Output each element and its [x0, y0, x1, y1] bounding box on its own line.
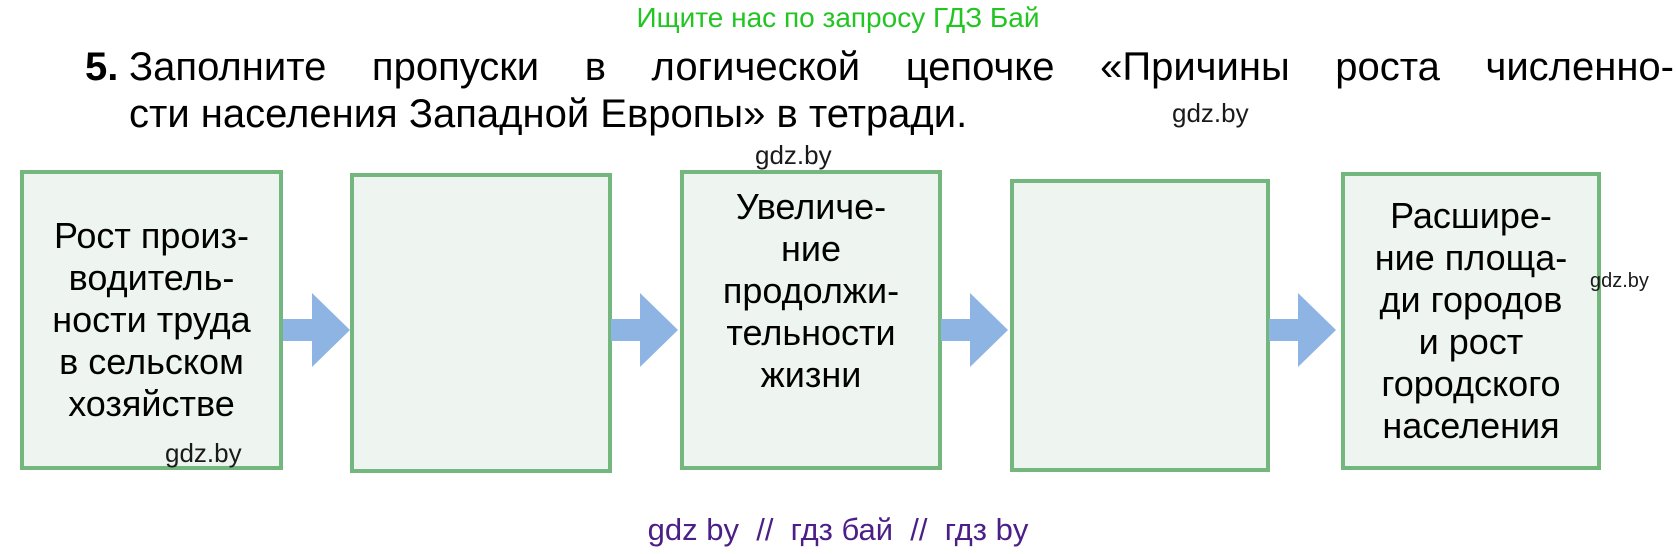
right-arrow-shape — [283, 293, 350, 367]
footer-watermark-line: gdz by // гдз бай // гдз by — [647, 512, 1029, 547]
chain-box-1-filled: Рост произ- водитель- ности труда в сель… — [20, 170, 283, 470]
right-arrow-icon — [611, 293, 678, 367]
right-arrow-shape — [611, 293, 678, 367]
task-text-line1: Заполните пропуски в логической цепочке … — [129, 45, 1674, 89]
chain-box-3-filled: Увеличе- ние продолжи- тельности жизни — [680, 170, 942, 470]
task-number: 5. — [85, 45, 119, 89]
watermark-in-box1: gdz.by — [165, 438, 242, 468]
chain-box-5-filled: Расшире- ние площа- ди городов и рост го… — [1341, 172, 1601, 470]
watermark-right-of-box5: gdz.by — [1590, 270, 1649, 292]
right-arrow-icon — [1269, 293, 1336, 367]
right-arrow-icon — [283, 293, 350, 367]
right-arrow-shape — [941, 293, 1008, 367]
promo-banner-text: Ищите нас по запросу ГДЗ Бай — [636, 2, 1040, 33]
watermark-top-right: gdz.by — [1172, 98, 1249, 128]
right-arrow-icon — [941, 293, 1008, 367]
task-text-line2: сти населения Западной Европы» в тетради… — [129, 92, 968, 136]
right-arrow-shape — [1269, 293, 1336, 367]
watermark-above-box3: gdz.by — [755, 140, 832, 170]
task-statement: 5. Заполните пропуски в логической цепоч… — [85, 44, 1674, 138]
chain-box-2-blank — [350, 173, 612, 473]
chain-box-4-blank — [1010, 179, 1270, 472]
task-text: Заполните пропуски в логической цепочке … — [129, 44, 1674, 138]
